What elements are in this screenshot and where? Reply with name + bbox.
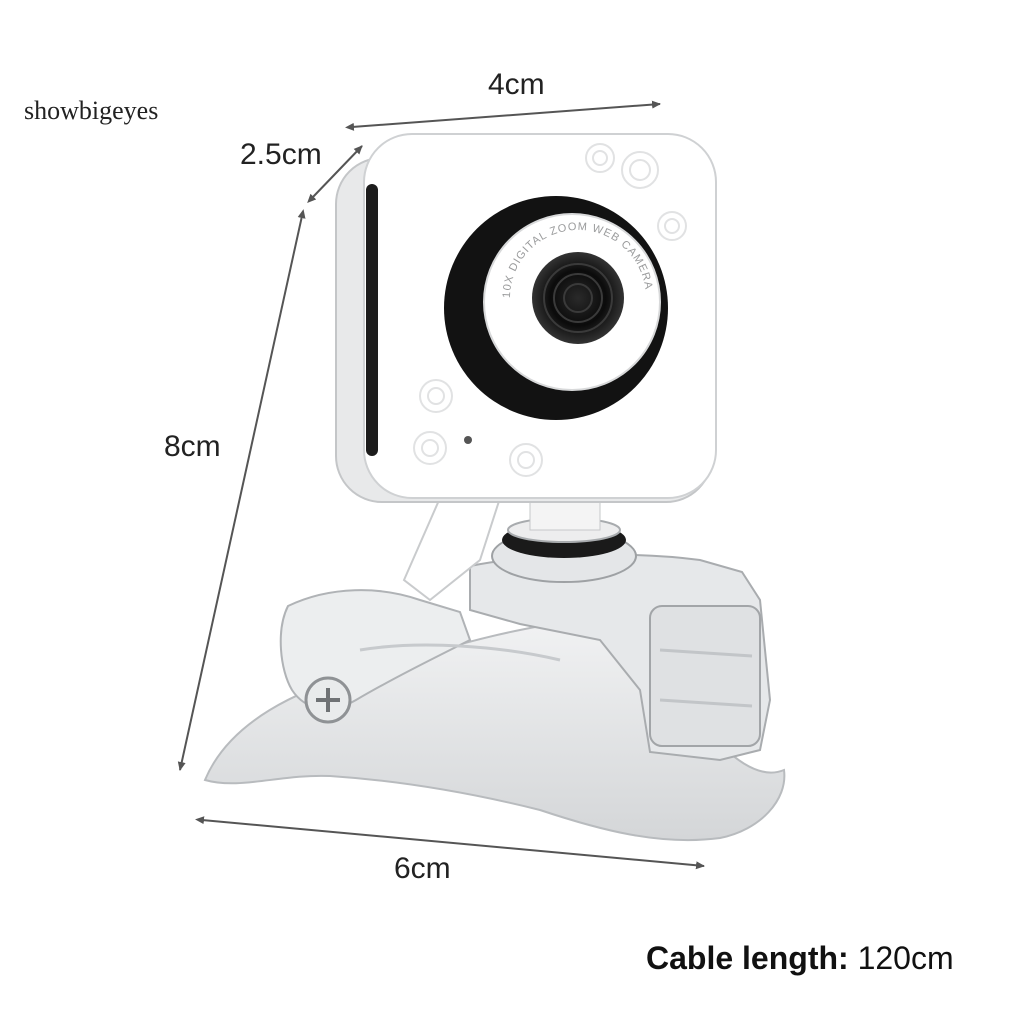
camera-neck [402, 489, 637, 602]
cable-length-label: Cable length: [646, 940, 849, 976]
clip-base [203, 553, 786, 842]
lens-icon: 10X DIGITAL ZOOM WEB CAMERA [444, 196, 668, 420]
brand-watermark: showbigeyes [24, 96, 159, 125]
cable-length-value: 120cm [857, 940, 954, 976]
microphone-icon [464, 436, 472, 444]
base-dimension-line [195, 816, 705, 870]
base-dimension-label: 6cm [394, 852, 451, 885]
camera-body: 10X DIGITAL ZOOM WEB CAMERA [335, 133, 717, 503]
depth-dimension-label: 2.5cm [240, 138, 322, 171]
cable-length-caption: Cable length: 120cm [646, 940, 954, 977]
width-dimension-line [345, 100, 661, 131]
depth-dimension-line [307, 145, 363, 204]
height-dimension-label: 8cm [164, 430, 221, 463]
height-dimension-line [177, 209, 306, 771]
width-dimension-label: 4cm [488, 68, 545, 101]
